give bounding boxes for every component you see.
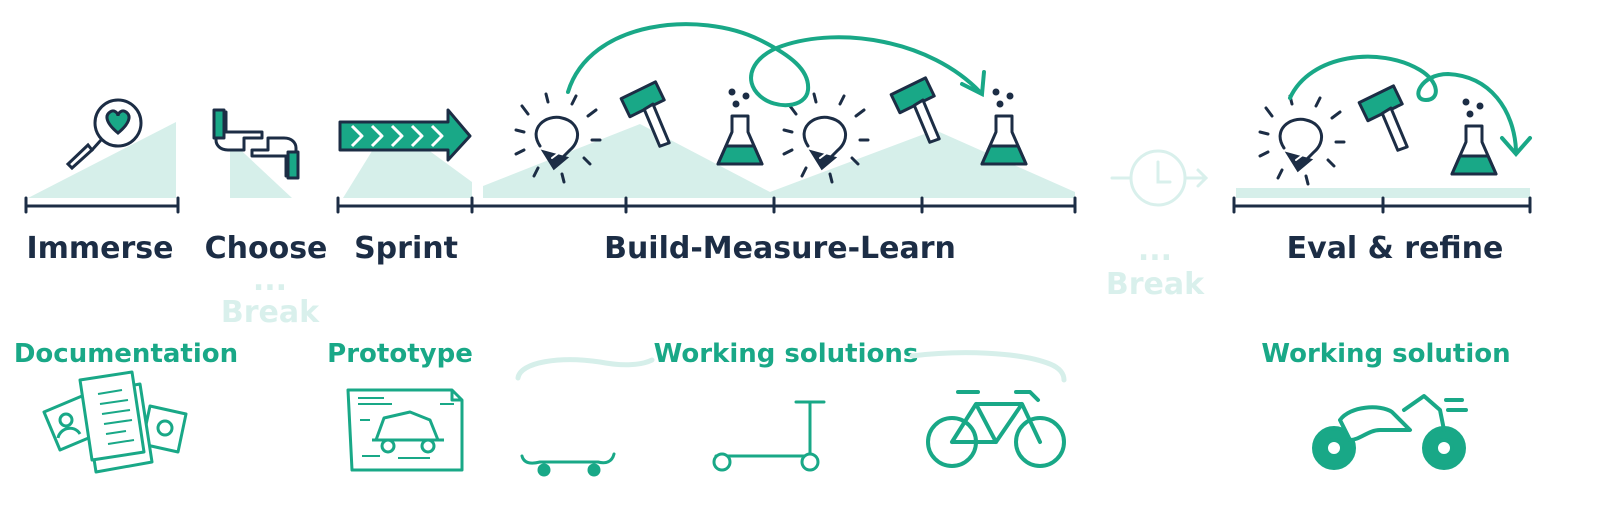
- motorcycle-icon: [1312, 394, 1468, 470]
- output-label-working-solutions: Working solutions: [654, 339, 919, 369]
- eval-timeline: [1232, 196, 1532, 214]
- hammer-icon: [889, 76, 941, 144]
- phase-label-choose: Choose: [205, 231, 328, 266]
- bml-hill: [483, 124, 1075, 198]
- phase-label-immerse: Immerse: [26, 231, 173, 266]
- eval-bar: [1236, 188, 1530, 198]
- break-labels: ... Break ... Break: [221, 233, 1205, 330]
- swoosh-decoration: [515, 350, 1067, 383]
- phase-label-sprint: Sprint: [354, 231, 458, 266]
- output-label-working-solution: Working solution: [1261, 339, 1510, 369]
- hammer-icon: [1357, 84, 1409, 152]
- clock-icon: [1110, 149, 1209, 207]
- flask-icon: [1450, 98, 1498, 176]
- documents-icon: [42, 370, 188, 474]
- hammer-icon: [619, 80, 671, 148]
- output-labels: Documentation Prototype Working solution…: [14, 339, 1511, 369]
- break-dots-2: ...: [1138, 233, 1172, 268]
- phase-labels: Immerse Choose Sprint Build-Measure-Lear…: [26, 231, 1503, 266]
- sprint-hill: [343, 122, 472, 198]
- break-label-1: Break: [221, 295, 320, 330]
- bml-timeline: [470, 196, 1077, 214]
- flask-icon: [980, 88, 1028, 166]
- timelines: [24, 196, 1532, 214]
- output-label-prototype: Prototype: [327, 339, 473, 369]
- lightbulb-icon: [1258, 94, 1346, 186]
- scooter-icon: [712, 400, 826, 472]
- phase-label-build-measure-learn: Build-Measure-Learn: [604, 231, 956, 266]
- output-label-documentation: Documentation: [14, 339, 238, 369]
- immerse-hill: [28, 122, 176, 198]
- eval-loop-arrow: [1288, 54, 1532, 158]
- magnifier-heart-icon: [65, 98, 143, 171]
- flask-icon: [716, 88, 764, 166]
- immerse-timeline: [24, 196, 180, 214]
- lightbulb-icon: [514, 92, 602, 184]
- lightbulb-icon: [782, 92, 870, 184]
- break-dots-1: ...: [253, 263, 287, 298]
- skateboard-icon: [520, 452, 616, 477]
- chevron-arrow-icon: [338, 108, 472, 162]
- prototype-sketch-icon: [346, 388, 464, 472]
- feedback-loop-arrow: [566, 22, 986, 108]
- choose-hill: [230, 140, 292, 198]
- break-label-2: Break: [1106, 267, 1205, 302]
- phase-label-eval-refine: Eval & refine: [1287, 231, 1504, 266]
- background-shapes: [28, 122, 1530, 198]
- bicycle-icon: [926, 390, 1066, 468]
- hands-frame-icon: [212, 108, 300, 180]
- sprint-timeline: [336, 196, 474, 214]
